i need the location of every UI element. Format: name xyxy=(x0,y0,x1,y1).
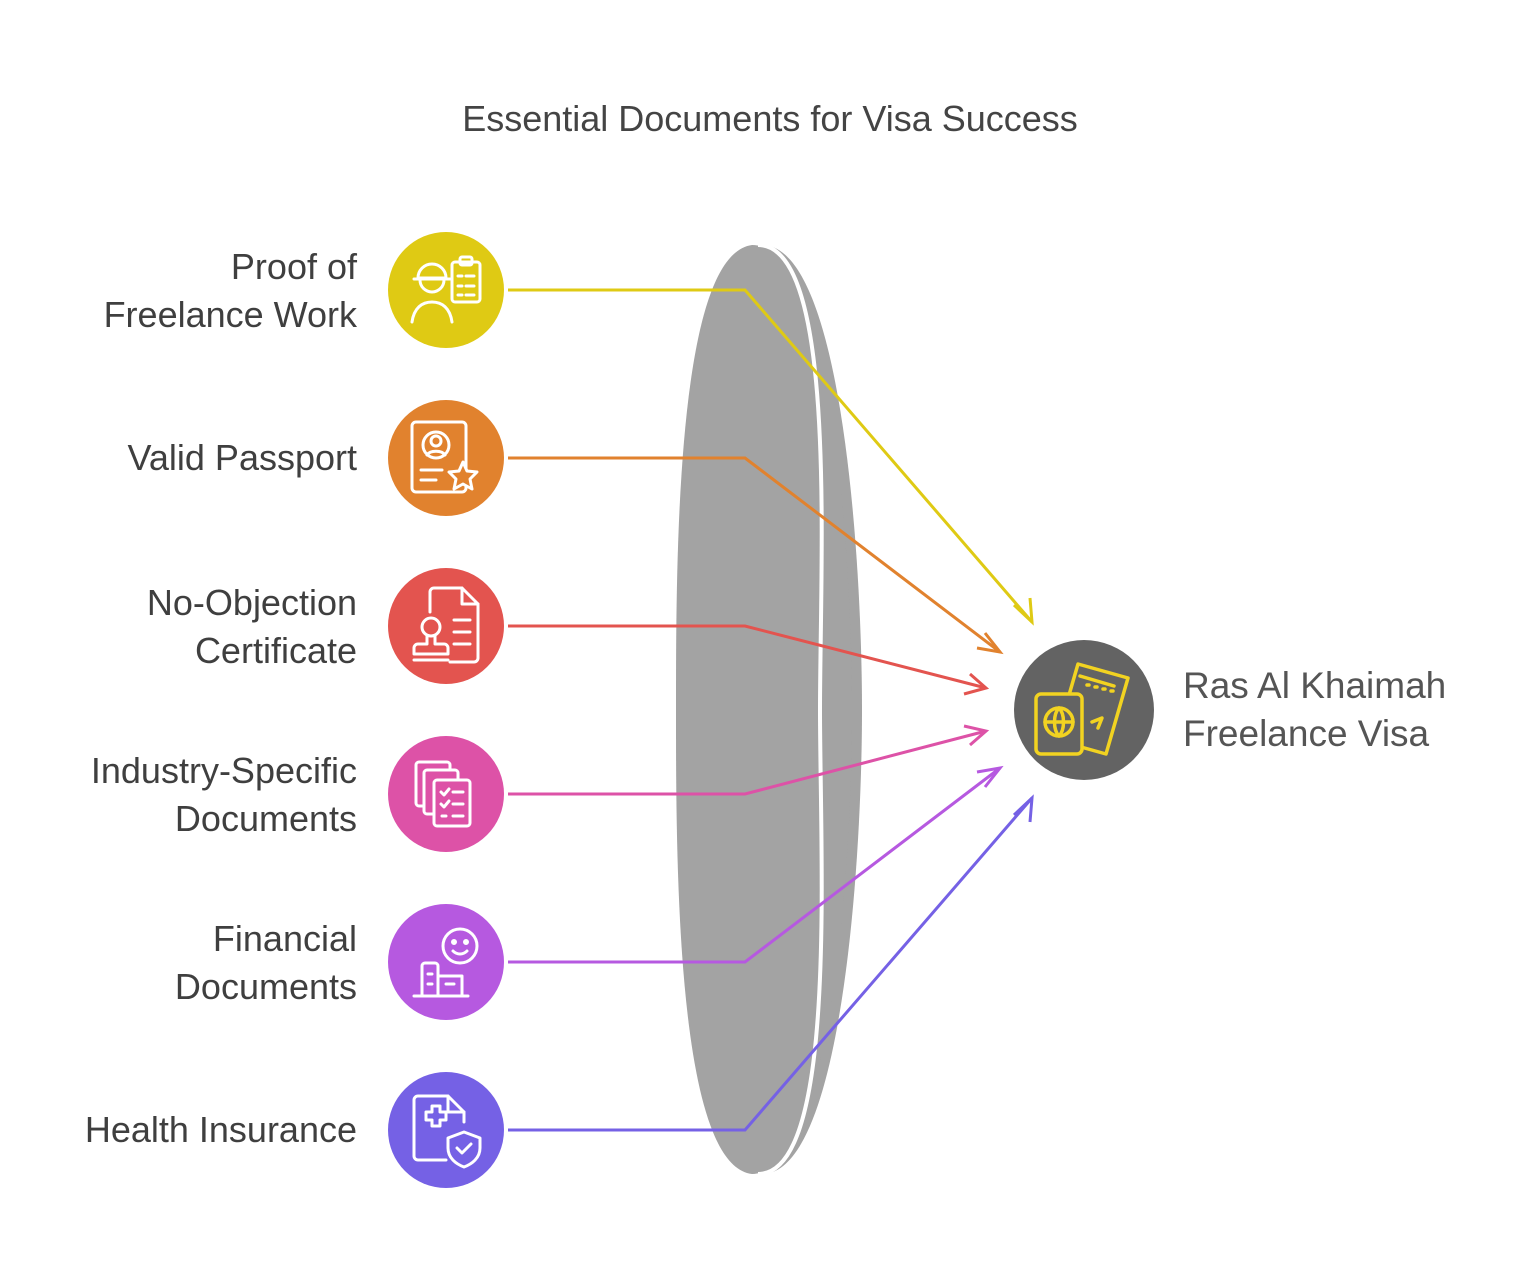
smiley-building-icon xyxy=(412,927,479,998)
checklist-documents-icon xyxy=(414,760,472,828)
lens-shape xyxy=(676,243,862,1176)
arrowhead-1 xyxy=(976,632,1004,655)
item-node-proof-of-freelance-work xyxy=(388,232,504,348)
item-label-no-objection-certificate: No-Objection Certificate xyxy=(146,582,357,671)
connector-health-insurance xyxy=(508,797,1034,1132)
connector-industry-specific-documents xyxy=(508,729,987,796)
item-label-proof-of-freelance-work: Proof of Freelance Work xyxy=(103,246,357,335)
connector-no-objection-certificate xyxy=(508,624,987,690)
item-node-industry-specific-documents xyxy=(388,736,504,852)
item-node-financial-documents xyxy=(388,904,504,1020)
stamp-document-icon xyxy=(412,586,480,664)
arrowhead-5 xyxy=(1012,794,1034,823)
arrowhead-3 xyxy=(963,724,990,747)
item-node-health-insurance xyxy=(388,1072,504,1188)
item-node-valid-passport xyxy=(388,400,504,516)
item-label-valid-passport: Valid Passport xyxy=(127,437,357,478)
item-label-health-insurance: Health Insurance xyxy=(84,1109,357,1150)
arrowhead-2 xyxy=(963,672,990,696)
arrowhead-4 xyxy=(976,765,1004,788)
worker-clipboard-icon xyxy=(410,255,482,324)
target-node xyxy=(1014,640,1154,780)
connector-financial-documents xyxy=(508,766,1001,964)
arrowhead-0 xyxy=(1012,597,1034,626)
passport-ticket-icon xyxy=(1034,662,1130,756)
connector-proof-of-freelance-work xyxy=(508,288,1034,623)
connectors xyxy=(508,288,1034,1132)
item-label-industry-specific-documents: Industry-Specific Documents xyxy=(90,750,357,839)
item-node-no-objection-certificate xyxy=(388,568,504,684)
medical-shield-icon xyxy=(412,1094,482,1169)
connector-valid-passport xyxy=(508,456,1001,654)
diagram-title: Essential Documents for Visa Success xyxy=(462,98,1078,139)
target-label: Ras Al Khaimah Freelance Visa xyxy=(1183,665,1447,754)
item-label-financial-documents: Financial Documents xyxy=(174,918,357,1007)
id-badge-star-icon xyxy=(410,420,479,494)
